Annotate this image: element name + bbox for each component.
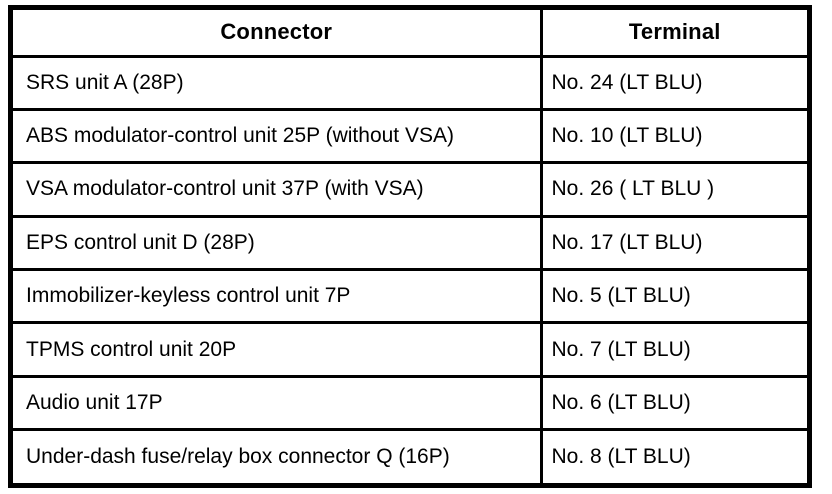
table-row: Immobilizer-keyless control unit 7P No. … [13,267,807,325]
connector-terminal-table: Connector Terminal SRS unit A (28P) No. … [13,10,807,483]
table-row: EPS control unit D (28P) No. 17 (LT BLU) [13,214,807,272]
connector-column-header: Connector [13,10,543,58]
terminal-cell: No. 24 (LT BLU) [539,54,807,111]
terminal-cell: No. 17 (LT BLU) [539,214,807,272]
table-body: SRS unit A (28P) No. 24 (LT BLU) ABS mod… [13,54,807,483]
table-row: SRS unit A (28P) No. 24 (LT BLU) [13,54,807,111]
connector-cell: EPS control unit D (28P) [13,214,543,272]
table-row: Under-dash fuse/relay box connector Q (1… [13,428,807,483]
table-row: VSA modulator-control unit 37P (with VSA… [13,161,807,218]
connector-cell: TPMS control unit 20P [13,321,543,378]
connector-cell: VSA modulator-control unit 37P (with VSA… [13,161,543,218]
terminal-cell: No. 8 (LT BLU) [539,428,807,483]
table-row: TPMS control unit 20P No. 7 (LT BLU) [13,321,807,378]
connector-cell: SRS unit A (28P) [13,54,543,111]
terminal-cell: No. 7 (LT BLU) [539,321,807,378]
table-row: ABS modulator-control unit 25P (without … [13,107,807,165]
table-header: Connector Terminal [13,10,807,58]
terminal-cell: No. 10 (LT BLU) [539,107,807,165]
connector-cell: Under-dash fuse/relay box connector Q (1… [13,428,543,483]
connector-cell: ABS modulator-control unit 25P (without … [13,107,543,165]
connector-terminal-table-frame: Connector Terminal SRS unit A (28P) No. … [8,5,812,488]
terminal-column-header: Terminal [539,10,807,58]
terminal-cell: No. 6 (LT BLU) [539,374,807,432]
header-row: Connector Terminal [13,10,807,58]
table-row: Audio unit 17P No. 6 (LT BLU) [13,374,807,432]
terminal-cell: No. 5 (LT BLU) [539,267,807,325]
terminal-cell: No. 26 ( LT BLU ) [539,161,807,218]
connector-cell: Immobilizer-keyless control unit 7P [13,267,543,325]
connector-cell: Audio unit 17P [13,374,543,432]
